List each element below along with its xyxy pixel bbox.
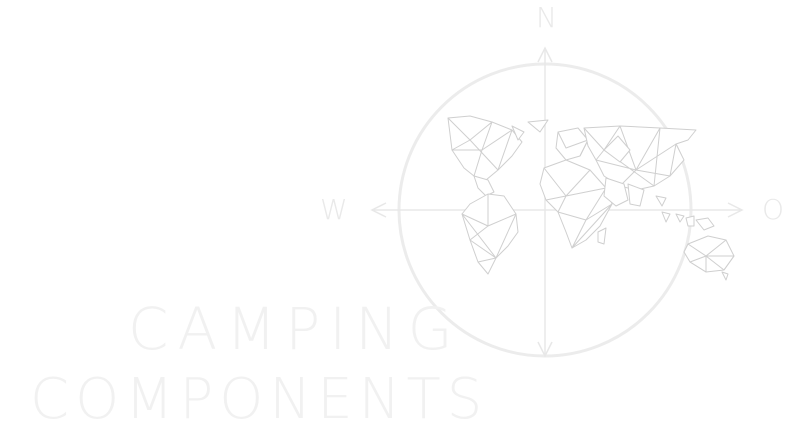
brand-name-line-2: COMPONENTS xyxy=(30,367,489,432)
compass-west-label: W xyxy=(320,193,348,226)
south-arrow-icon xyxy=(537,341,553,358)
brand-name-line-1: CAMPING xyxy=(128,295,462,363)
compass-east-label: O xyxy=(762,193,785,226)
east-arrow-icon xyxy=(727,202,744,218)
north-arrow-icon xyxy=(537,46,553,63)
west-arrow-icon xyxy=(370,202,387,218)
world-map-icon xyxy=(447,115,735,281)
compass-north-label: N xyxy=(536,1,557,34)
